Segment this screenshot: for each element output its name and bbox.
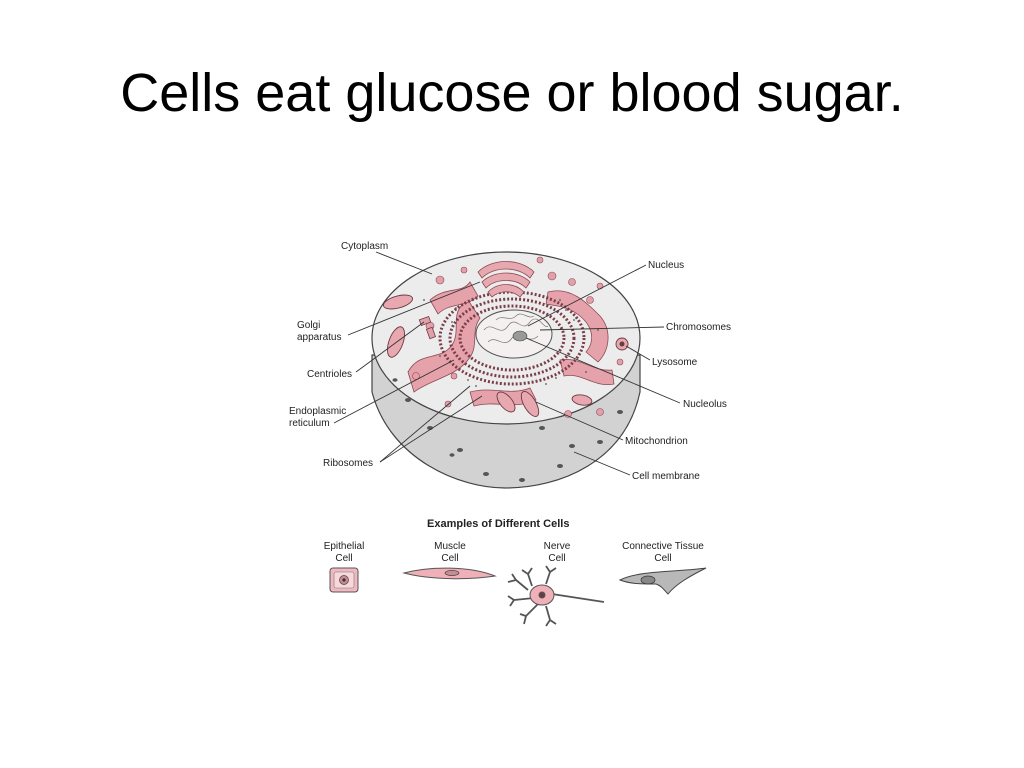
label-mitochondrion: Mitochondrion [625,436,688,447]
label-er-line2: reticulum [289,418,330,429]
label-epithelial-line1: Epithelial [324,541,365,552]
membrane-pores [392,378,623,482]
nucleolus [512,330,528,342]
lysosome [615,337,629,351]
slide-title: Cells eat glucose or blood sugar. [120,63,904,123]
label-muscle-line2: Cell [441,553,458,564]
label-chromosomes: Chromosomes [666,322,731,333]
label-epithelial-line2: Cell [335,553,352,564]
label-centrioles: Centrioles [307,369,352,380]
epithelial-cell-illustration [329,567,359,593]
muscle-cell-illustration [402,567,497,580]
label-nerve-line2: Cell [548,553,565,564]
golgi-apparatus [477,261,535,298]
label-connective-line2: Cell [654,553,671,564]
label-nucleus: Nucleus [648,260,684,271]
mitochondria [382,294,593,417]
label-muscle-line1: Muscle [434,541,466,552]
label-lysosome: Lysosome [652,357,698,368]
label-connective-line1: Connective Tissue [622,541,704,552]
animal-cell-illustration [371,251,641,489]
label-golgi-line1: Golgi [297,320,320,331]
label-golgi-line2: apparatus [297,332,341,343]
examples-heading: Examples of Different Cells [427,518,569,530]
chromosomes [483,313,549,343]
label-cytoplasm: Cytoplasm [341,241,388,252]
leader-lines [333,251,681,476]
label-ribosomes: Ribosomes [323,458,373,469]
ribosomes [423,299,599,387]
endoplasmic-reticulum [407,281,615,407]
label-er-line1: Endoplasmic [289,406,346,417]
nerve-cell-illustration [507,565,605,627]
label-cell-membrane: Cell membrane [632,471,700,482]
label-nucleolus: Nucleolus [683,399,727,410]
connective-cell-illustration [618,567,707,595]
label-nerve-line1: Nerve [544,541,571,552]
